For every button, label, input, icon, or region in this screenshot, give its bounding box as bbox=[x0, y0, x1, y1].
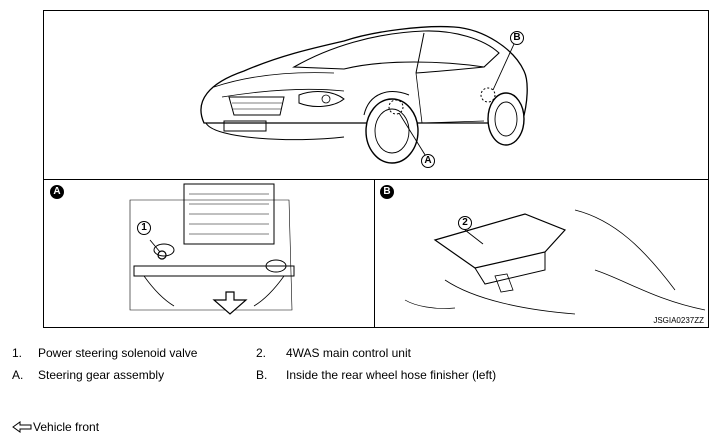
legend-text: Steering gear assembly bbox=[38, 368, 165, 382]
panel-b-label: B bbox=[380, 185, 394, 199]
control-unit-panel: B 2 JSGIA0237ZZ bbox=[375, 180, 708, 327]
legend-number: B. bbox=[256, 368, 268, 382]
vehicle-overview-panel: A B bbox=[44, 11, 708, 180]
steering-gear-drawing bbox=[129, 183, 295, 315]
legend-text: 4WAS main control unit bbox=[286, 346, 411, 360]
control-unit-drawing bbox=[404, 209, 706, 315]
service-illustration: A B A 1 B 2 bbox=[43, 10, 709, 328]
legend-number: A. bbox=[12, 368, 24, 382]
vehicle-front-note: Vehicle front bbox=[12, 420, 99, 434]
legend-text: Power steering solenoid valve bbox=[38, 346, 198, 360]
callout-a-top: A bbox=[421, 154, 435, 168]
steering-gear-panel: A 1 bbox=[44, 180, 375, 327]
callout-2: 2 bbox=[458, 216, 472, 230]
vehicle-front-label: Vehicle front bbox=[33, 420, 100, 434]
legend-row: 1. Power steering solenoid valve 2. 4WAS… bbox=[12, 346, 712, 368]
callout-b-top: B bbox=[510, 31, 524, 45]
legend-number: 2. bbox=[256, 346, 267, 360]
image-code: JSGIA0237ZZ bbox=[653, 316, 704, 325]
panel-a-label: A bbox=[50, 185, 64, 199]
car-drawing bbox=[200, 25, 528, 164]
parts-legend: 1. Power steering solenoid valve 2. 4WAS… bbox=[12, 346, 712, 390]
legend-text: Inside the rear wheel hose finisher (lef… bbox=[286, 368, 497, 382]
callout-1: 1 bbox=[137, 221, 151, 235]
legend-row: A. Steering gear assembly B. Inside the … bbox=[12, 368, 712, 390]
hollow-arrow-left-icon bbox=[12, 421, 32, 433]
legend-number: 1. bbox=[12, 346, 23, 360]
